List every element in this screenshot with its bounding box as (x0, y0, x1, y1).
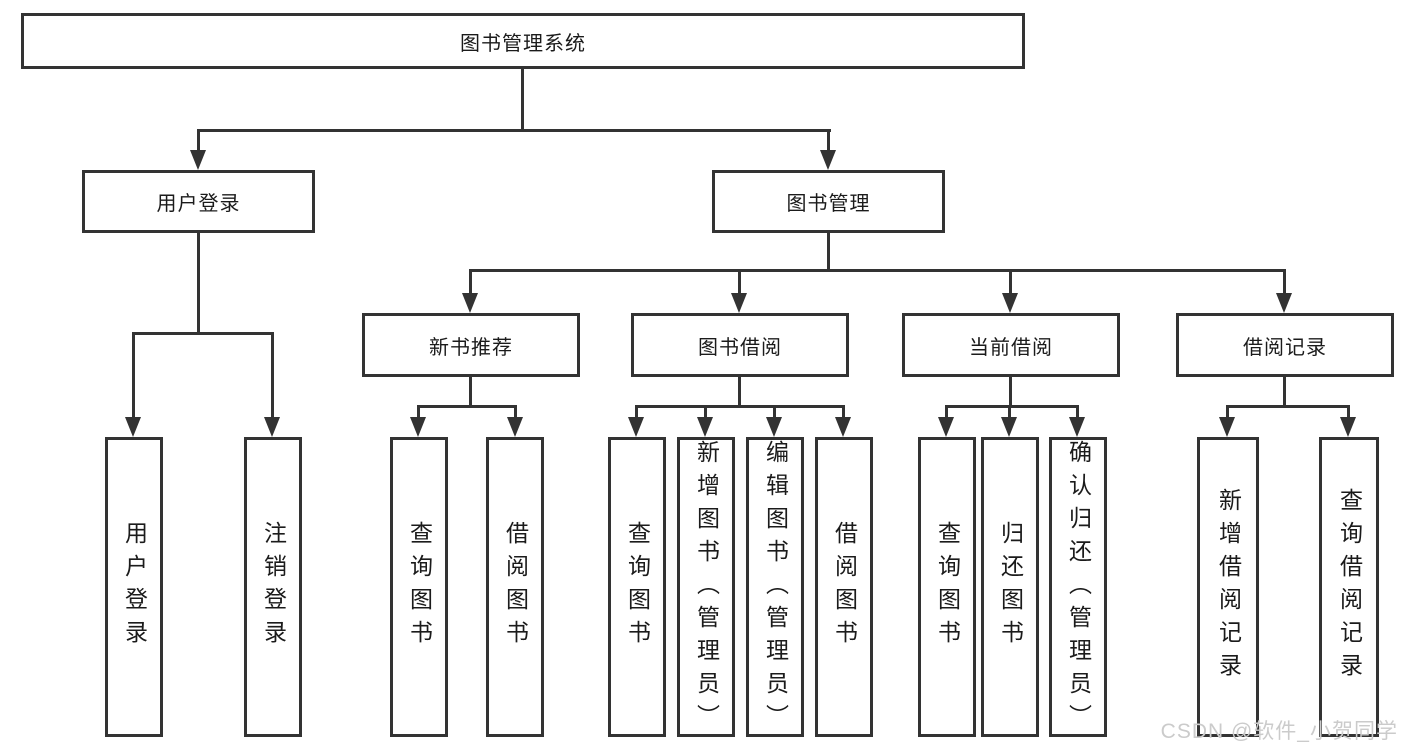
leaf-nbr-borrow-books: 借阅图书 (486, 437, 544, 737)
leaf-cb-confirm-return-admin: 确认归还（管理员） (1049, 437, 1107, 737)
arrowhead-to-leaf-bb-edit (766, 417, 782, 437)
leaf-bb-add-books-admin-label: 新增图书（管理员） (693, 440, 720, 737)
arrowhead-to-leaf-bb-query (628, 417, 644, 437)
connector-to-leaf-bb-add-stem (704, 405, 707, 420)
connector-to-user-login-stem (197, 129, 200, 152)
connector-new-book-recommend-stem (469, 377, 472, 408)
arrowhead-to-user-login (190, 150, 206, 170)
arrowhead-to-leaf-cb-confirm (1069, 417, 1085, 437)
leaf-bb-edit-books-admin: 编辑图书（管理员） (746, 437, 804, 737)
connector-to-book-management-stem (827, 129, 830, 152)
arrowhead-to-leaf-br-query (1340, 417, 1356, 437)
arrowhead-to-leaf-nbr-borrow (507, 417, 523, 437)
connector-to-current-borrow-stem (1009, 269, 1012, 295)
arrowhead-to-current-borrow (1002, 293, 1018, 313)
connector-book-borrow-stem (738, 377, 741, 408)
arrowhead-to-new-book-recommend (462, 293, 478, 313)
leaf-bb-query-books-label: 查询图书 (624, 521, 651, 653)
arrowhead-to-leaf-cb-query (938, 417, 954, 437)
leaf-bb-add-books-admin: 新增图书（管理员） (677, 437, 735, 737)
connector-user-login-stem (197, 233, 200, 335)
connector-new-book-recommend-split (417, 405, 517, 408)
arrowhead-to-borrow-records (1276, 293, 1292, 313)
connector-to-leaf-nbr-query-stem (417, 405, 420, 420)
node-root-label: 图书管理系统 (460, 32, 586, 55)
connector-book-management-split (469, 269, 1286, 272)
connector-to-leaf-bb-borrow-stem (842, 405, 845, 420)
connector-current-borrow-stem (1009, 377, 1012, 408)
connector-to-leaf-logout-stem (271, 332, 274, 420)
leaf-bb-edit-books-admin-label: 编辑图书（管理员） (762, 440, 789, 737)
connector-borrow-records-stem (1283, 377, 1286, 408)
connector-to-book-borrow-stem (738, 269, 741, 295)
node-borrow-records: 借阅记录 (1176, 313, 1394, 377)
node-book-borrow: 图书借阅 (631, 313, 849, 377)
leaf-logout: 注销登录 (244, 437, 302, 737)
leaf-br-add-record: 新增借阅记录 (1197, 437, 1259, 737)
connector-to-leaf-user-login-stem (132, 332, 135, 420)
leaf-user-login: 用户登录 (105, 437, 163, 737)
connector-to-borrow-records-stem (1283, 269, 1286, 295)
leaf-nbr-query-books-label: 查询图书 (406, 521, 433, 653)
arrowhead-to-leaf-br-add (1219, 417, 1235, 437)
leaf-cb-query-books-label: 查询图书 (934, 521, 961, 653)
leaf-logout-label: 注销登录 (260, 521, 287, 653)
leaf-cb-return-books: 归还图书 (981, 437, 1039, 737)
node-user-login-label: 用户登录 (156, 193, 241, 215)
connector-to-leaf-nbr-borrow-stem (514, 405, 517, 420)
connector-to-new-book-recommend-stem (469, 269, 472, 295)
node-root: 图书管理系统 (21, 13, 1025, 69)
node-borrow-records-label: 借阅记录 (1243, 336, 1327, 359)
connector-to-leaf-br-query-stem (1347, 405, 1350, 420)
arrowhead-to-leaf-bb-borrow (835, 417, 851, 437)
node-book-management: 图书管理 (712, 170, 945, 233)
leaf-cb-query-books: 查询图书 (918, 437, 976, 737)
leaf-br-query-record-label: 查询借阅记录 (1336, 488, 1363, 686)
connector-to-leaf-cb-query-stem (945, 405, 948, 420)
arrowhead-to-leaf-logout (264, 417, 280, 437)
leaf-nbr-borrow-books-label: 借阅图书 (502, 521, 529, 653)
node-book-management-label: 图书管理 (786, 193, 871, 215)
watermark: CSDN @软件_小贺同学 (1160, 720, 1398, 743)
arrowhead-to-leaf-bb-add (697, 417, 713, 437)
leaf-user-login-label: 用户登录 (121, 521, 148, 653)
connector-to-leaf-bb-edit-stem (773, 405, 776, 420)
connector-book-borrow-split (635, 405, 845, 408)
connector-to-leaf-cb-return-stem (1008, 405, 1011, 420)
connector-borrow-records-split (1226, 405, 1348, 408)
leaf-cb-return-books-label: 归还图书 (997, 521, 1024, 653)
connector-to-leaf-cb-confirm-stem (1076, 405, 1079, 420)
leaf-cb-confirm-return-admin-label: 确认归还（管理员） (1065, 440, 1092, 737)
connector-current-borrow-split (945, 405, 1078, 408)
leaf-bb-borrow-books: 借阅图书 (815, 437, 873, 737)
arrowhead-to-leaf-user-login (125, 417, 141, 437)
node-new-book-recommend-label: 新书推荐 (429, 336, 513, 359)
arrowhead-to-leaf-cb-return (1001, 417, 1017, 437)
leaf-bb-borrow-books-label: 借阅图书 (831, 521, 858, 653)
leaf-br-add-record-label: 新增借阅记录 (1215, 488, 1242, 686)
connector-to-leaf-br-add-stem (1226, 405, 1229, 420)
connector-book-management-stem (827, 233, 830, 271)
node-book-borrow-label: 图书借阅 (698, 336, 782, 359)
arrowhead-to-book-management (820, 150, 836, 170)
node-user-login: 用户登录 (82, 170, 315, 233)
leaf-bb-query-books: 查询图书 (608, 437, 666, 737)
node-current-borrow: 当前借阅 (902, 313, 1120, 377)
leaf-br-query-record: 查询借阅记录 (1319, 437, 1379, 737)
connector-user-login-split (132, 332, 274, 335)
connector-root-stem (521, 69, 524, 131)
leaf-nbr-query-books: 查询图书 (390, 437, 448, 737)
node-new-book-recommend: 新书推荐 (362, 313, 580, 377)
arrowhead-to-book-borrow (731, 293, 747, 313)
node-current-borrow-label: 当前借阅 (969, 336, 1053, 359)
arrowhead-to-leaf-nbr-query (410, 417, 426, 437)
connector-to-leaf-bb-query-stem (635, 405, 638, 420)
connector-root-split (197, 129, 831, 132)
